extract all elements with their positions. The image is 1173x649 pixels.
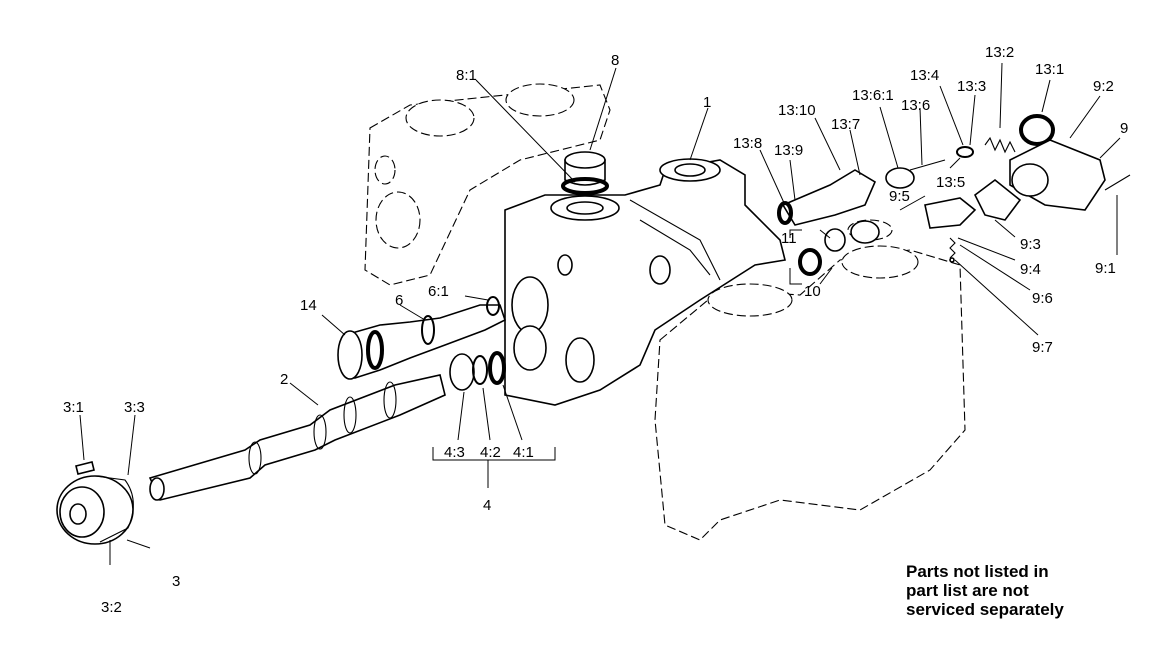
plug-8 [561,151,609,195]
label-13-9: 13:9 [774,142,804,159]
label-4-2: 4:2 [480,444,501,461]
service-note-line-2: part list are not [906,581,1029,600]
label-13-2: 13:2 [985,44,1015,61]
service-note-line-3: serviced separately [906,600,1064,619]
label-10: 10 [804,283,821,300]
label-8: 8 [611,52,620,69]
label-3: 3 [172,573,181,590]
label-13-6: 13:6 [901,97,931,114]
label-9-5: 9:5 [889,188,910,205]
cartridge-13 [777,114,1055,226]
label-9-6: 9:6 [1032,290,1053,307]
label-13-7: 13:7 [831,116,861,133]
seal-4 [449,351,506,391]
label-13-8: 13:8 [733,135,763,152]
valve-body [504,158,786,406]
label-13-6-1: 13:6:1 [852,87,894,104]
label-11: 11 [781,230,797,247]
valve-9 [924,139,1131,263]
label-6-1: 6:1 [428,283,449,300]
label-3-1: 3:1 [63,399,84,416]
label-13-4: 13:4 [910,67,940,84]
label-4-1: 4:1 [513,444,534,461]
spool-2 [148,374,446,501]
service-note: Parts not listed in part list are not se… [906,562,1064,619]
label-13-5: 13:5 [936,174,966,191]
label-1: 1 [703,94,712,111]
plug-14 [337,296,506,380]
label-9-3: 9:3 [1020,236,1041,253]
phantom-housing-upper [364,83,611,286]
rings-10-11 [798,220,880,276]
label-3-3: 3:3 [124,399,145,416]
label-9-4: 9:4 [1020,261,1041,278]
label-2: 2 [280,371,289,388]
label-14: 14 [300,297,317,314]
label-13-10: 13:10 [778,102,816,119]
label-3-2: 3:2 [101,599,122,616]
label-9-2: 9:2 [1093,78,1114,95]
label-4-3: 4:3 [444,444,465,461]
leader-lines [79,62,1121,565]
label-8-1: 8:1 [456,67,477,84]
label-6: 6 [395,292,404,309]
label-9: 9 [1120,120,1129,137]
label-4: 4 [483,497,492,514]
label-13-1: 13:1 [1035,61,1065,78]
label-9-1: 9:1 [1095,260,1116,277]
label-13-3: 13:3 [957,78,987,95]
label-9-7: 9:7 [1032,339,1053,356]
service-note-line-1: Parts not listed in [906,562,1049,581]
end-cap-3 [56,461,134,545]
